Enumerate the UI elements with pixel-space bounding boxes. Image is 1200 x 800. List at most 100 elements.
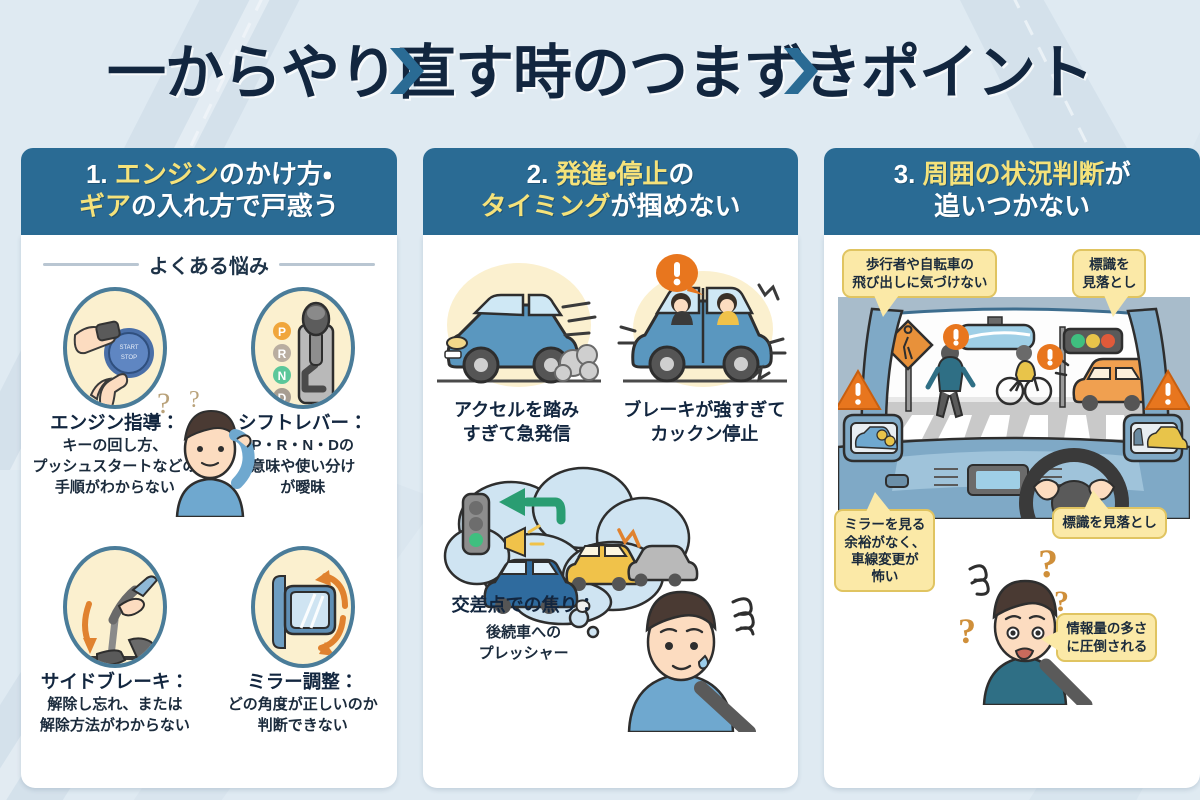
divider-left (43, 263, 139, 267)
panel-2-items: アクセルを踏み すぎて急発信 (423, 251, 799, 446)
panel-1-body: よくある悩み START STOP (21, 235, 397, 788)
panel-1-item-shift-body-1: P・R・N・Dの (251, 436, 354, 454)
shift-lever-icon: P R N D (250, 287, 355, 410)
handbrake-icon (62, 546, 167, 669)
page-title: 一からやり直す時のつまずきポイント (106, 39, 1094, 106)
warning-triangle-left (838, 369, 883, 411)
panel-2-item-brake-caption-2: カックン停止 (650, 423, 759, 444)
callout-mirror-line-2: 余裕がなく、 (844, 534, 926, 550)
svg-text:D: D (277, 391, 286, 405)
svg-text:STOP: STOP (121, 355, 137, 361)
panel-3-number: 3. (893, 159, 916, 189)
panel-1-item-handbrake: サイドブレーキ： 解除し忘れ、または 解除方法がわからない (21, 542, 209, 736)
panel-1-heading-rest-1: のかけ方・ (218, 159, 332, 189)
panel-2-item-accelerate: アクセルを踏み すぎて急発信 (423, 251, 611, 446)
panel-2-heading-rest-1: の (668, 159, 695, 189)
bubble-tail (1041, 631, 1060, 652)
callout-sign-right-line-1: 標識を見落とし (1062, 515, 1157, 531)
bubble-tail (866, 492, 892, 513)
panel-1-item-handbrake-body-2: 解除方法がわからない (39, 716, 190, 734)
callout-pedestrian-line-2: 飛び出しに気づけない (852, 274, 988, 290)
callout-mirror: ミラーを見る 余裕がなく、 車線変更が 怖い (834, 492, 936, 592)
panel-1-item-engine-body-3: 手順がわからない (54, 479, 175, 497)
callout-sign-right: 標識を見落とし (1052, 490, 1167, 539)
callout-sign-top-line-2: 見落とし (1082, 274, 1137, 290)
panel-1-item-shift-body-2: 意味や使い分け (250, 457, 356, 475)
panel-2-item-brake-caption-1: ブレーキが強すぎて (623, 400, 786, 421)
panel-2-lower-body-2: プレッシャー (478, 644, 569, 662)
panel-2-heading-highlight-1: 発進・停止 (555, 159, 669, 189)
callout-mirror-line-1: ミラーを見る (844, 517, 926, 533)
panel-1-item-engine-body-2: プッシュスタートなどの (32, 457, 198, 475)
bubble-tail (874, 294, 900, 317)
callout-sign-top: 標識を 見落とし (1072, 249, 1147, 317)
panel-2-item-brake: ブレーキが強すぎて カックン停止 (611, 251, 799, 446)
panel-1-item-engine-body-1: キーの回し方、 (62, 436, 168, 454)
panel-1-subtitle-row: よくある悩み (43, 250, 375, 279)
panel-3-header: 3. 周囲の状況判断が 追いつかない (824, 148, 1200, 236)
callout-pedestrian: 歩行者や自転車の 飛び出しに気づけない (842, 249, 998, 317)
panel-1-item-handbrake-title: サイドブレーキ： (40, 671, 189, 693)
panel-3-heading-rest-2: 追いつかない (934, 190, 1091, 221)
panel-1-item-shift: P R N D シフトレバー： P・R・N・Dの 意味や使い分け が曖昧 (209, 283, 397, 498)
panel-3-heading-highlight-1: 周囲の状況判断 (922, 159, 1105, 189)
panel-2-number: 2. (526, 159, 549, 189)
panel-1-item-handbrake-body-1: 解除し忘れ、または (47, 695, 183, 713)
panel-3: 3. 周囲の状況判断が 追いつかない (824, 148, 1200, 788)
panel-2-lower: 交差点での焦り： 後続車への プレッシャー (423, 452, 799, 738)
panel-1-item-mirror-title: ミラー調整： (247, 671, 359, 693)
callout-sign-top-line-1: 標識を (1089, 257, 1130, 273)
panel-1-items-bottom: サイドブレーキ： 解除し忘れ、または 解除方法がわからない (21, 542, 397, 736)
panel-1-heading-highlight-2: ギア (78, 190, 131, 221)
panel-1-heading-rest-2: の入れ方で戸惑う (130, 190, 339, 221)
car-accelerating-icon (423, 251, 611, 399)
confused-person-icon: ? ? (157, 387, 255, 518)
panel-1-item-mirror-body-1: どの角度が正しいのか (227, 695, 378, 713)
panel-3-heading-rest-1: が (1104, 159, 1131, 189)
panel-1-items-top: START STOP エンジン指導： キーの回し方、 プッシュスタートなどの (21, 283, 397, 518)
svg-text:?: ? (1038, 541, 1058, 586)
panel-1-item-shift-title: シフトレバー： (237, 412, 368, 434)
callout-mirror-line-4: 怖い (871, 568, 899, 584)
panel-2: 2. 発進・停止の タイミングが掴めない (422, 148, 799, 788)
warning-circle-1 (943, 324, 970, 351)
panels-container: 1. エンジンのかけ方・ ギアの入れ方で戸惑う よくある悩み (0, 148, 1200, 788)
svg-text:?: ? (189, 387, 200, 413)
bubble-tail (1084, 490, 1110, 511)
panel-1-item-mirror-body-2: 判断できない (257, 716, 348, 734)
bubble-tail (1104, 294, 1130, 317)
callout-mirror-line-3: 車線変更が (851, 551, 919, 567)
callout-overload-line-1: 情報量の多さ (1066, 621, 1148, 637)
callout-overload: 情報量の多さ に圧倒される (1041, 613, 1158, 662)
panel-1-item-engine-title: エンジン指導： (50, 412, 180, 434)
panel-1-number: 1. (85, 159, 108, 189)
panel-1-item-mirror: ミラー調整： どの角度が正しいのか 判断できない (209, 542, 397, 736)
panel-connector-arrow-2 (784, 48, 818, 94)
warning-circle-2 (1037, 344, 1064, 371)
page-title-container: 一からやり直す時のつまずきポイント (0, 22, 1200, 112)
panel-1-subtitle: よくある悩み (148, 256, 269, 279)
panel-2-heading-rest-2: が掴めない (610, 190, 741, 221)
panel-1-item-shift-body-3: が曖昧 (280, 479, 326, 497)
callout-overload-line-2: に圧倒される (1066, 638, 1148, 654)
panel-1: 1. エンジンのかけ方・ ギアの入れ方で戸惑う よくある悩み (21, 148, 397, 788)
panel-3-body: ? ? ? (824, 235, 1200, 788)
callout-pedestrian-line-1: 歩行者や自転車の (865, 257, 974, 273)
svg-text:?: ? (1054, 585, 1069, 618)
divider-right (278, 263, 375, 267)
svg-text:P: P (278, 325, 286, 339)
svg-text:N: N (277, 369, 286, 383)
panel-connector-arrow-1 (390, 48, 424, 94)
svg-text:R: R (277, 347, 286, 361)
panel-2-item-accelerate-caption-2: すぎて急発信 (462, 423, 571, 444)
svg-text:?: ? (958, 611, 976, 651)
worried-driver-thought-bubble-icon (443, 466, 756, 733)
panel-2-lower-title: 交差点での焦り： (451, 595, 596, 616)
panel-2-lower-body-1: 後続車への (486, 623, 562, 641)
panel-1-header: 1. エンジンのかけ方・ ギアの入れ方で戸惑う (21, 148, 397, 236)
svg-text:?: ? (157, 387, 170, 420)
panel-1-item-engine: START STOP エンジン指導： キーの回し方、 プッシュスタートなどの (21, 283, 209, 498)
panel-2-header: 2. 発進・停止の タイミングが掴めない (422, 148, 799, 236)
confused-driver-icon: ? ? ? (958, 541, 1093, 706)
driver-view-intersection-icon (838, 297, 1191, 520)
